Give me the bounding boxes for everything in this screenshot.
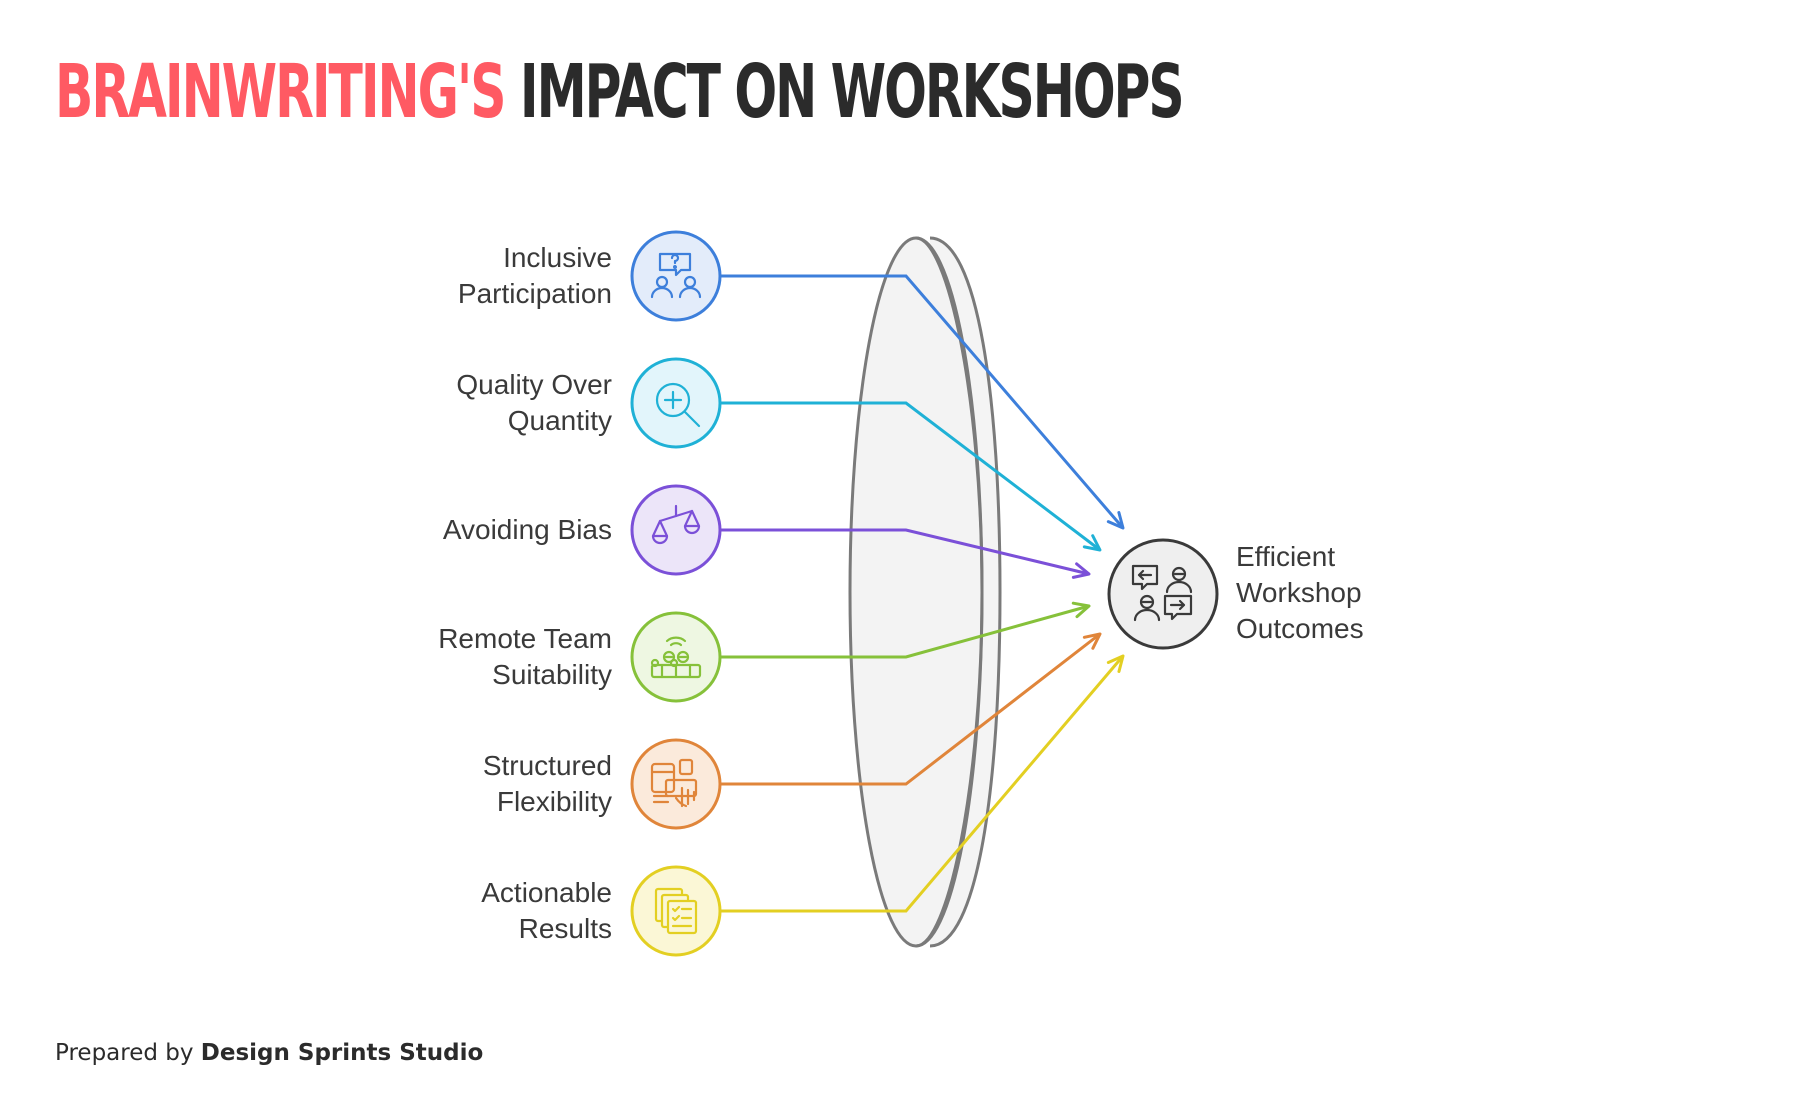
node-circle bbox=[630, 357, 722, 449]
input-label-line: Avoiding Bias bbox=[443, 514, 612, 545]
magnifier-plus-icon bbox=[655, 382, 701, 428]
input-label-line: Remote Team bbox=[438, 623, 612, 654]
footer: Prepared by Design Sprints Studio bbox=[55, 1040, 483, 1066]
outcome-circle bbox=[1107, 538, 1219, 650]
input-label-line: Actionable bbox=[481, 877, 612, 908]
outcome-label-line: Workshop bbox=[1236, 577, 1362, 608]
connector-arrowhead bbox=[1082, 632, 1102, 650]
input-label-line: Inclusive bbox=[503, 242, 612, 273]
connector-line bbox=[720, 604, 1090, 659]
node-circle bbox=[630, 484, 722, 576]
connector-arrowhead bbox=[1071, 601, 1091, 619]
connector-line bbox=[720, 528, 1090, 576]
balance-scale-icon bbox=[651, 504, 701, 545]
lens bbox=[848, 236, 1002, 948]
connector-line bbox=[720, 274, 1125, 529]
input-label-line: Quality Over bbox=[456, 369, 612, 400]
title-accent: BRAINWRITING'S bbox=[55, 49, 506, 135]
discussion-exchange-icon bbox=[1131, 564, 1193, 622]
lens-rim bbox=[915, 236, 984, 948]
input-label-line: Quantity bbox=[508, 405, 612, 436]
footer-prefix: Prepared by bbox=[55, 1040, 201, 1066]
footer-brand: Design Sprints Studio bbox=[200, 1040, 484, 1066]
connector-arrowhead bbox=[1106, 511, 1125, 530]
participants-question-icon bbox=[650, 252, 702, 299]
input-label-line: Results bbox=[519, 913, 612, 944]
connector-line bbox=[720, 401, 1101, 552]
outcome-label-line: Efficient bbox=[1236, 541, 1335, 572]
connector-arrowhead bbox=[1082, 534, 1102, 552]
connector-line bbox=[720, 655, 1125, 913]
input-label: Avoiding Bias bbox=[443, 514, 612, 545]
input-node: Avoiding Bias bbox=[443, 484, 722, 576]
structured-layout-icon bbox=[650, 758, 698, 808]
node-circle bbox=[630, 738, 722, 830]
connector-line bbox=[720, 632, 1101, 786]
connector-arrowhead bbox=[1106, 654, 1125, 673]
page-title: BRAINWRITING'S IMPACT ON WORKSHOPS bbox=[55, 42, 1185, 142]
input-label-line: Suitability bbox=[492, 659, 612, 690]
input-label-line: Structured bbox=[483, 750, 612, 781]
remote-team-icon bbox=[650, 636, 702, 679]
connectors bbox=[720, 274, 1125, 913]
input-label-line: Participation bbox=[458, 278, 612, 309]
outcome-label-line: Outcomes bbox=[1236, 613, 1364, 644]
input-label-line: Flexibility bbox=[497, 786, 612, 817]
title-rest: IMPACT ON WORKSHOPS bbox=[519, 49, 1185, 135]
checklist-documents-icon bbox=[654, 887, 698, 935]
node-circle bbox=[630, 611, 722, 703]
connector-arrowhead bbox=[1071, 562, 1091, 579]
